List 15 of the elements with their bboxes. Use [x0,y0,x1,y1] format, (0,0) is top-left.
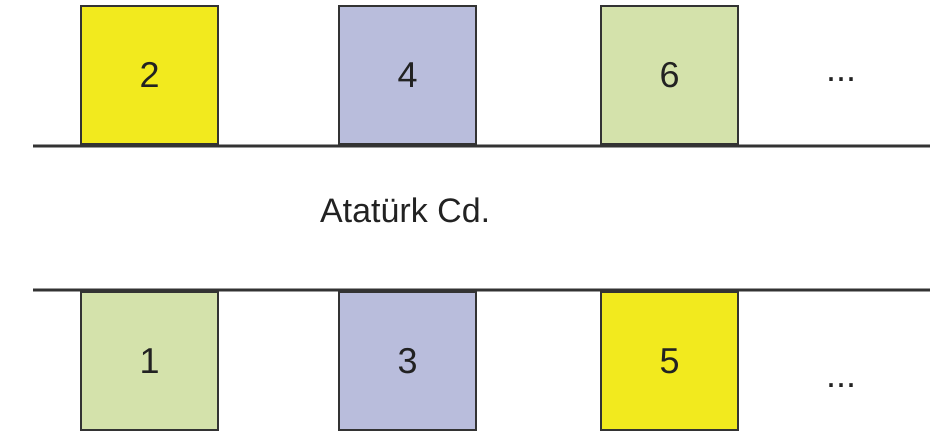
house-box [80,5,219,145]
house-number: 4 [397,54,418,96]
house-box [338,5,477,145]
street-name: Atatürk Cd. [320,192,490,231]
ellipsis: ... [826,354,856,396]
house-box [80,291,219,431]
house-number: 6 [659,54,680,96]
house-box [600,5,739,145]
house-number: 1 [139,340,160,382]
house-number: 2 [139,54,160,96]
house-box [600,291,739,431]
house-box [338,291,477,431]
ellipsis: ... [826,48,856,90]
house-number: 3 [397,340,418,382]
house-number: 5 [659,340,680,382]
